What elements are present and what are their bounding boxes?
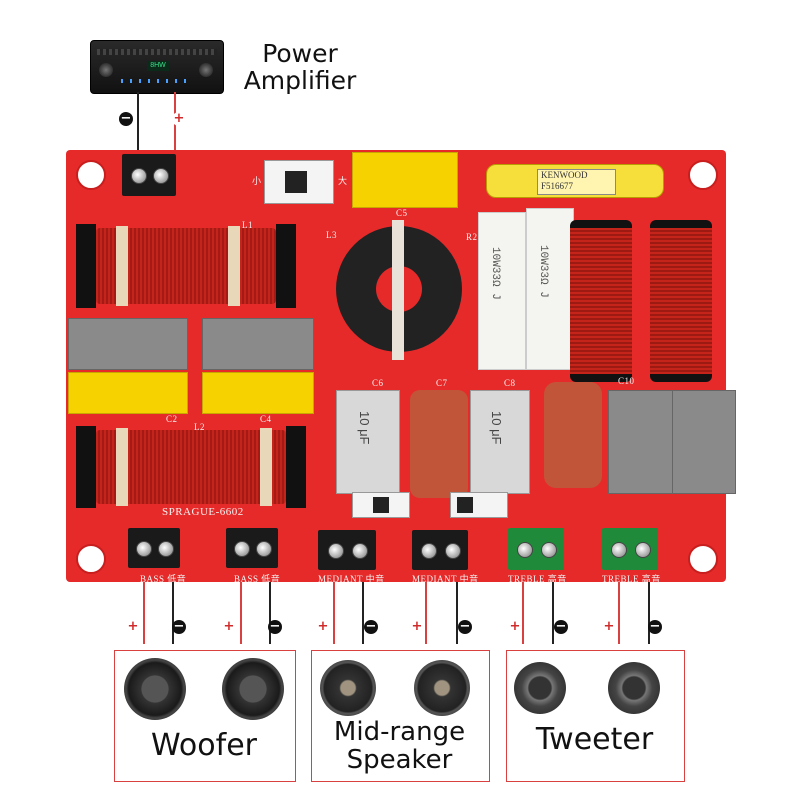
resistor-label-2: 10W33Ω J xyxy=(537,245,549,298)
woofer-group xyxy=(114,650,296,782)
minus-icon: − xyxy=(268,619,282,634)
cap-label-c8: 10 μF xyxy=(489,411,504,445)
terminal-label-1: BASS 低音 xyxy=(140,574,187,584)
amp-minus-icon: − xyxy=(119,111,133,126)
resistor-label-1: 10W33Ω J xyxy=(489,247,501,300)
minus-icon: − xyxy=(364,619,378,634)
gray-capacitor-2 xyxy=(202,318,314,370)
attenuation-switch-top xyxy=(264,160,334,204)
c2-label: C2 xyxy=(166,414,178,424)
yellow-capacitor-2 xyxy=(202,372,314,414)
yellow-capacitor-top xyxy=(352,152,458,208)
amplifier-knob-right xyxy=(199,63,213,77)
amp-plus-icon: + xyxy=(172,111,186,126)
resistor-r2-b: 10W33Ω J xyxy=(526,208,574,370)
mount-hole xyxy=(76,544,106,574)
amplifier-knob-left xyxy=(99,63,113,77)
l2-label: L2 xyxy=(194,422,205,432)
terminal-label-5: TREBLE 高音 xyxy=(508,574,567,584)
resistor-r2-a: 10W33Ω J xyxy=(478,212,526,370)
terminal-treble-1 xyxy=(508,528,564,570)
midrange-label-line1: Mid-range xyxy=(333,717,466,747)
c4-label: C4 xyxy=(260,414,272,424)
capacitor-red-oval xyxy=(544,382,602,488)
minus-icon: − xyxy=(172,619,186,634)
inductor-l2 xyxy=(76,424,316,510)
plus-icon: + xyxy=(222,619,236,634)
woofer-speaker xyxy=(124,658,186,720)
midrange-speaker xyxy=(320,660,376,716)
plus-icon: + xyxy=(410,619,424,634)
midrange-speaker xyxy=(414,660,470,716)
mount-hole xyxy=(688,160,718,190)
amplifier-label-line2: Amplifier xyxy=(243,66,357,95)
terminal-label-4: MEDIANT 中音 xyxy=(412,574,479,584)
gray-capacitor-1 xyxy=(68,318,188,370)
tweeter-speaker xyxy=(514,662,566,714)
yellow-capacitor-1 xyxy=(68,372,188,414)
terminal-label-2: BASS 低音 xyxy=(234,574,281,584)
c6-label: C6 xyxy=(372,378,384,388)
cap-label-c6: 10 μF xyxy=(357,411,372,445)
model-label: SPRAGUE-6602 xyxy=(162,506,244,518)
minus-icon: − xyxy=(458,619,472,634)
l1-label: L1 xyxy=(242,220,253,230)
c10-label: C10 xyxy=(618,376,635,386)
input-terminal-block xyxy=(122,154,176,196)
c7-label: C7 xyxy=(436,378,448,388)
plus-icon: + xyxy=(126,619,140,634)
inductor-small-a xyxy=(570,220,632,382)
gray-capacitor-4 xyxy=(672,390,736,494)
minus-icon: − xyxy=(554,619,568,634)
terminal-bass-1 xyxy=(128,528,180,568)
mount-hole xyxy=(688,544,718,574)
crossover-pcb: 小 大 C5 KENWOOD F516677 L1 L3 10W33Ω J 10… xyxy=(66,150,736,584)
terminal-treble-2 xyxy=(602,528,658,570)
r2-label: R2 xyxy=(466,232,478,242)
switch-large-label: 大 xyxy=(338,176,348,186)
terminal-bass-2 xyxy=(226,528,278,568)
kenwood-capacitor: KENWOOD F516677 xyxy=(486,164,664,198)
woofer-speaker xyxy=(222,658,284,720)
inductor-small-b xyxy=(650,220,712,382)
minus-icon: − xyxy=(648,619,662,634)
amplifier-label: Power Amplifier xyxy=(240,40,360,94)
capacitor-c8: 10 μF xyxy=(470,390,530,494)
terminal-label-6: TREBLE 高音 xyxy=(602,574,661,584)
plus-icon: + xyxy=(508,619,522,634)
l3-label: L3 xyxy=(326,230,337,240)
plus-icon: + xyxy=(316,619,330,634)
power-amplifier: 8HW xyxy=(90,40,224,94)
attenuation-switch-mid-b xyxy=(450,492,508,518)
terminal-mediant-2 xyxy=(412,530,468,570)
kenwood-line2: F516677 xyxy=(541,181,574,191)
c5-label: C5 xyxy=(396,208,408,218)
terminal-label-3: MEDIANT 中音 xyxy=(318,574,385,584)
tweeter-label: Tweeter xyxy=(535,722,654,757)
woofer-label: Woofer xyxy=(151,728,257,763)
switch-small-label: 小 xyxy=(252,176,262,186)
kenwood-line1: KENWOOD xyxy=(541,170,588,180)
capacitor-c7 xyxy=(410,390,468,498)
inductor-l1 xyxy=(76,220,296,312)
tweeter-group xyxy=(506,650,685,782)
midrange-label: Mid-range Speaker xyxy=(311,718,488,774)
amplifier-display: 8HW xyxy=(147,61,169,71)
capacitor-c6: 10 μF xyxy=(336,390,400,494)
midrange-group xyxy=(311,650,490,782)
attenuation-switch-mid-a xyxy=(352,492,410,518)
gray-capacitor-3 xyxy=(608,390,674,494)
mount-hole xyxy=(76,160,106,190)
midrange-label-line2: Speaker xyxy=(346,745,453,775)
c8-label: C8 xyxy=(504,378,516,388)
amplifier-label-line1: Power xyxy=(262,39,338,68)
terminal-mediant-1 xyxy=(318,530,376,570)
tweeter-speaker xyxy=(608,662,660,714)
plus-icon: + xyxy=(602,619,616,634)
